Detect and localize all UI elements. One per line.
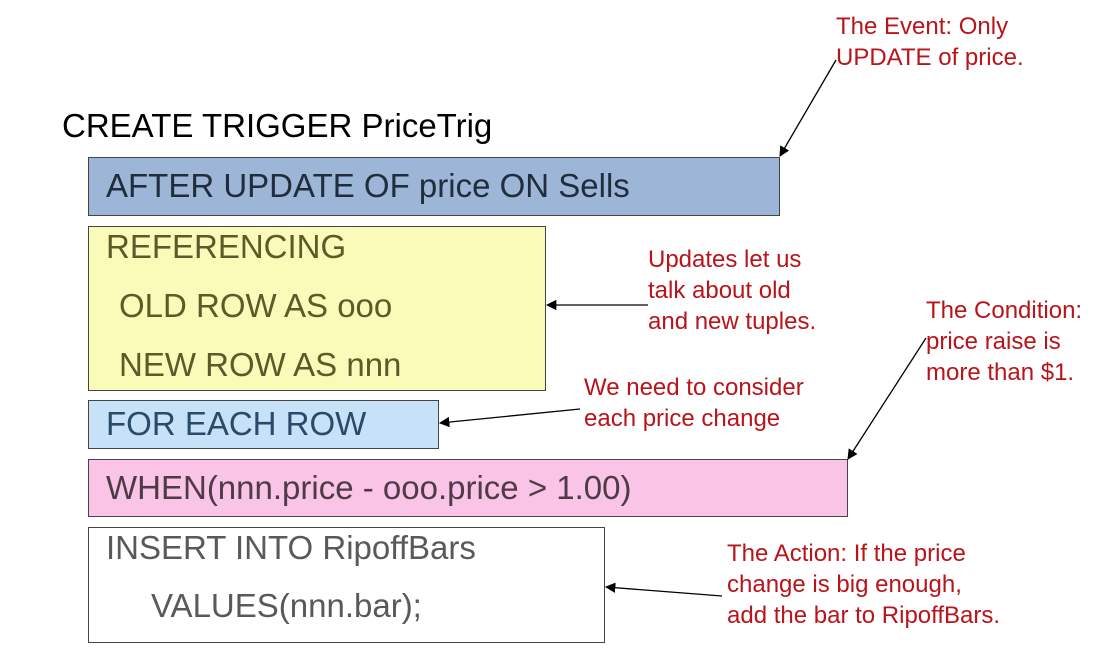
insert-line: INSERT INTO RipoffBars bbox=[106, 529, 476, 566]
row-annotation-line: each price change bbox=[584, 405, 781, 432]
condition-arrow bbox=[847, 337, 927, 460]
event-box: AFTER UPDATE OF price ON Sells bbox=[88, 157, 780, 216]
event-annotation-line: The Event: Only bbox=[836, 13, 1009, 40]
referencing-line: REFERENCING bbox=[106, 228, 347, 265]
row-annotation-line: We need to consider bbox=[584, 374, 804, 401]
for-each-row-box: FOR EACH ROW bbox=[88, 400, 439, 449]
trigger-heading: CREATE TRIGGER PriceTrig bbox=[62, 107, 493, 144]
old-row-line: OLD ROW AS ooo bbox=[119, 287, 393, 324]
condition-annotation-line: The Condition: bbox=[926, 297, 1083, 324]
action-annotation-line: change is big enough, bbox=[727, 571, 962, 598]
action-arrow bbox=[604, 582, 723, 597]
action-annotation-line: The Action: If the price bbox=[727, 540, 966, 567]
action-box: INSERT INTO RipoffBars VALUES(nnn.bar); bbox=[88, 527, 605, 643]
values-line: VALUES(nnn.bar); bbox=[151, 587, 422, 624]
new-row-line: NEW ROW AS nnn bbox=[119, 346, 402, 383]
row-arrow bbox=[438, 408, 581, 428]
action-annotation: The Action: If the price change is big e… bbox=[727, 538, 1000, 631]
for-each-row-line: FOR EACH ROW bbox=[106, 405, 367, 442]
event-annotation-line: UPDATE of price. bbox=[836, 44, 1024, 71]
event-arrow bbox=[779, 59, 837, 157]
updates-annotation-line: talk about old bbox=[648, 277, 791, 304]
condition-annotation-line: more than $1. bbox=[926, 359, 1075, 386]
condition-annotation-line: price raise is bbox=[926, 328, 1061, 355]
updates-annotation-line: and new tuples. bbox=[648, 308, 817, 335]
condition-annotation: The Condition: price raise is more than … bbox=[926, 295, 1082, 388]
referencing-box: REFERENCING OLD ROW AS ooo NEW ROW AS nn… bbox=[88, 226, 546, 391]
condition-line: WHEN(nnn.price - ooo.price > 1.00) bbox=[106, 469, 632, 506]
row-annotation: We need to consider each price change bbox=[584, 372, 804, 434]
action-annotation-line: add the bar to RipoffBars. bbox=[727, 602, 1001, 629]
condition-box: WHEN(nnn.price - ooo.price > 1.00) bbox=[88, 459, 848, 517]
updates-annotation-line: Updates let us bbox=[648, 246, 802, 273]
event-annotation: The Event: Only UPDATE of price. bbox=[836, 11, 1024, 73]
event-line: AFTER UPDATE OF price ON Sells bbox=[106, 167, 630, 204]
updates-annotation: Updates let us talk about old and new tu… bbox=[648, 244, 816, 337]
